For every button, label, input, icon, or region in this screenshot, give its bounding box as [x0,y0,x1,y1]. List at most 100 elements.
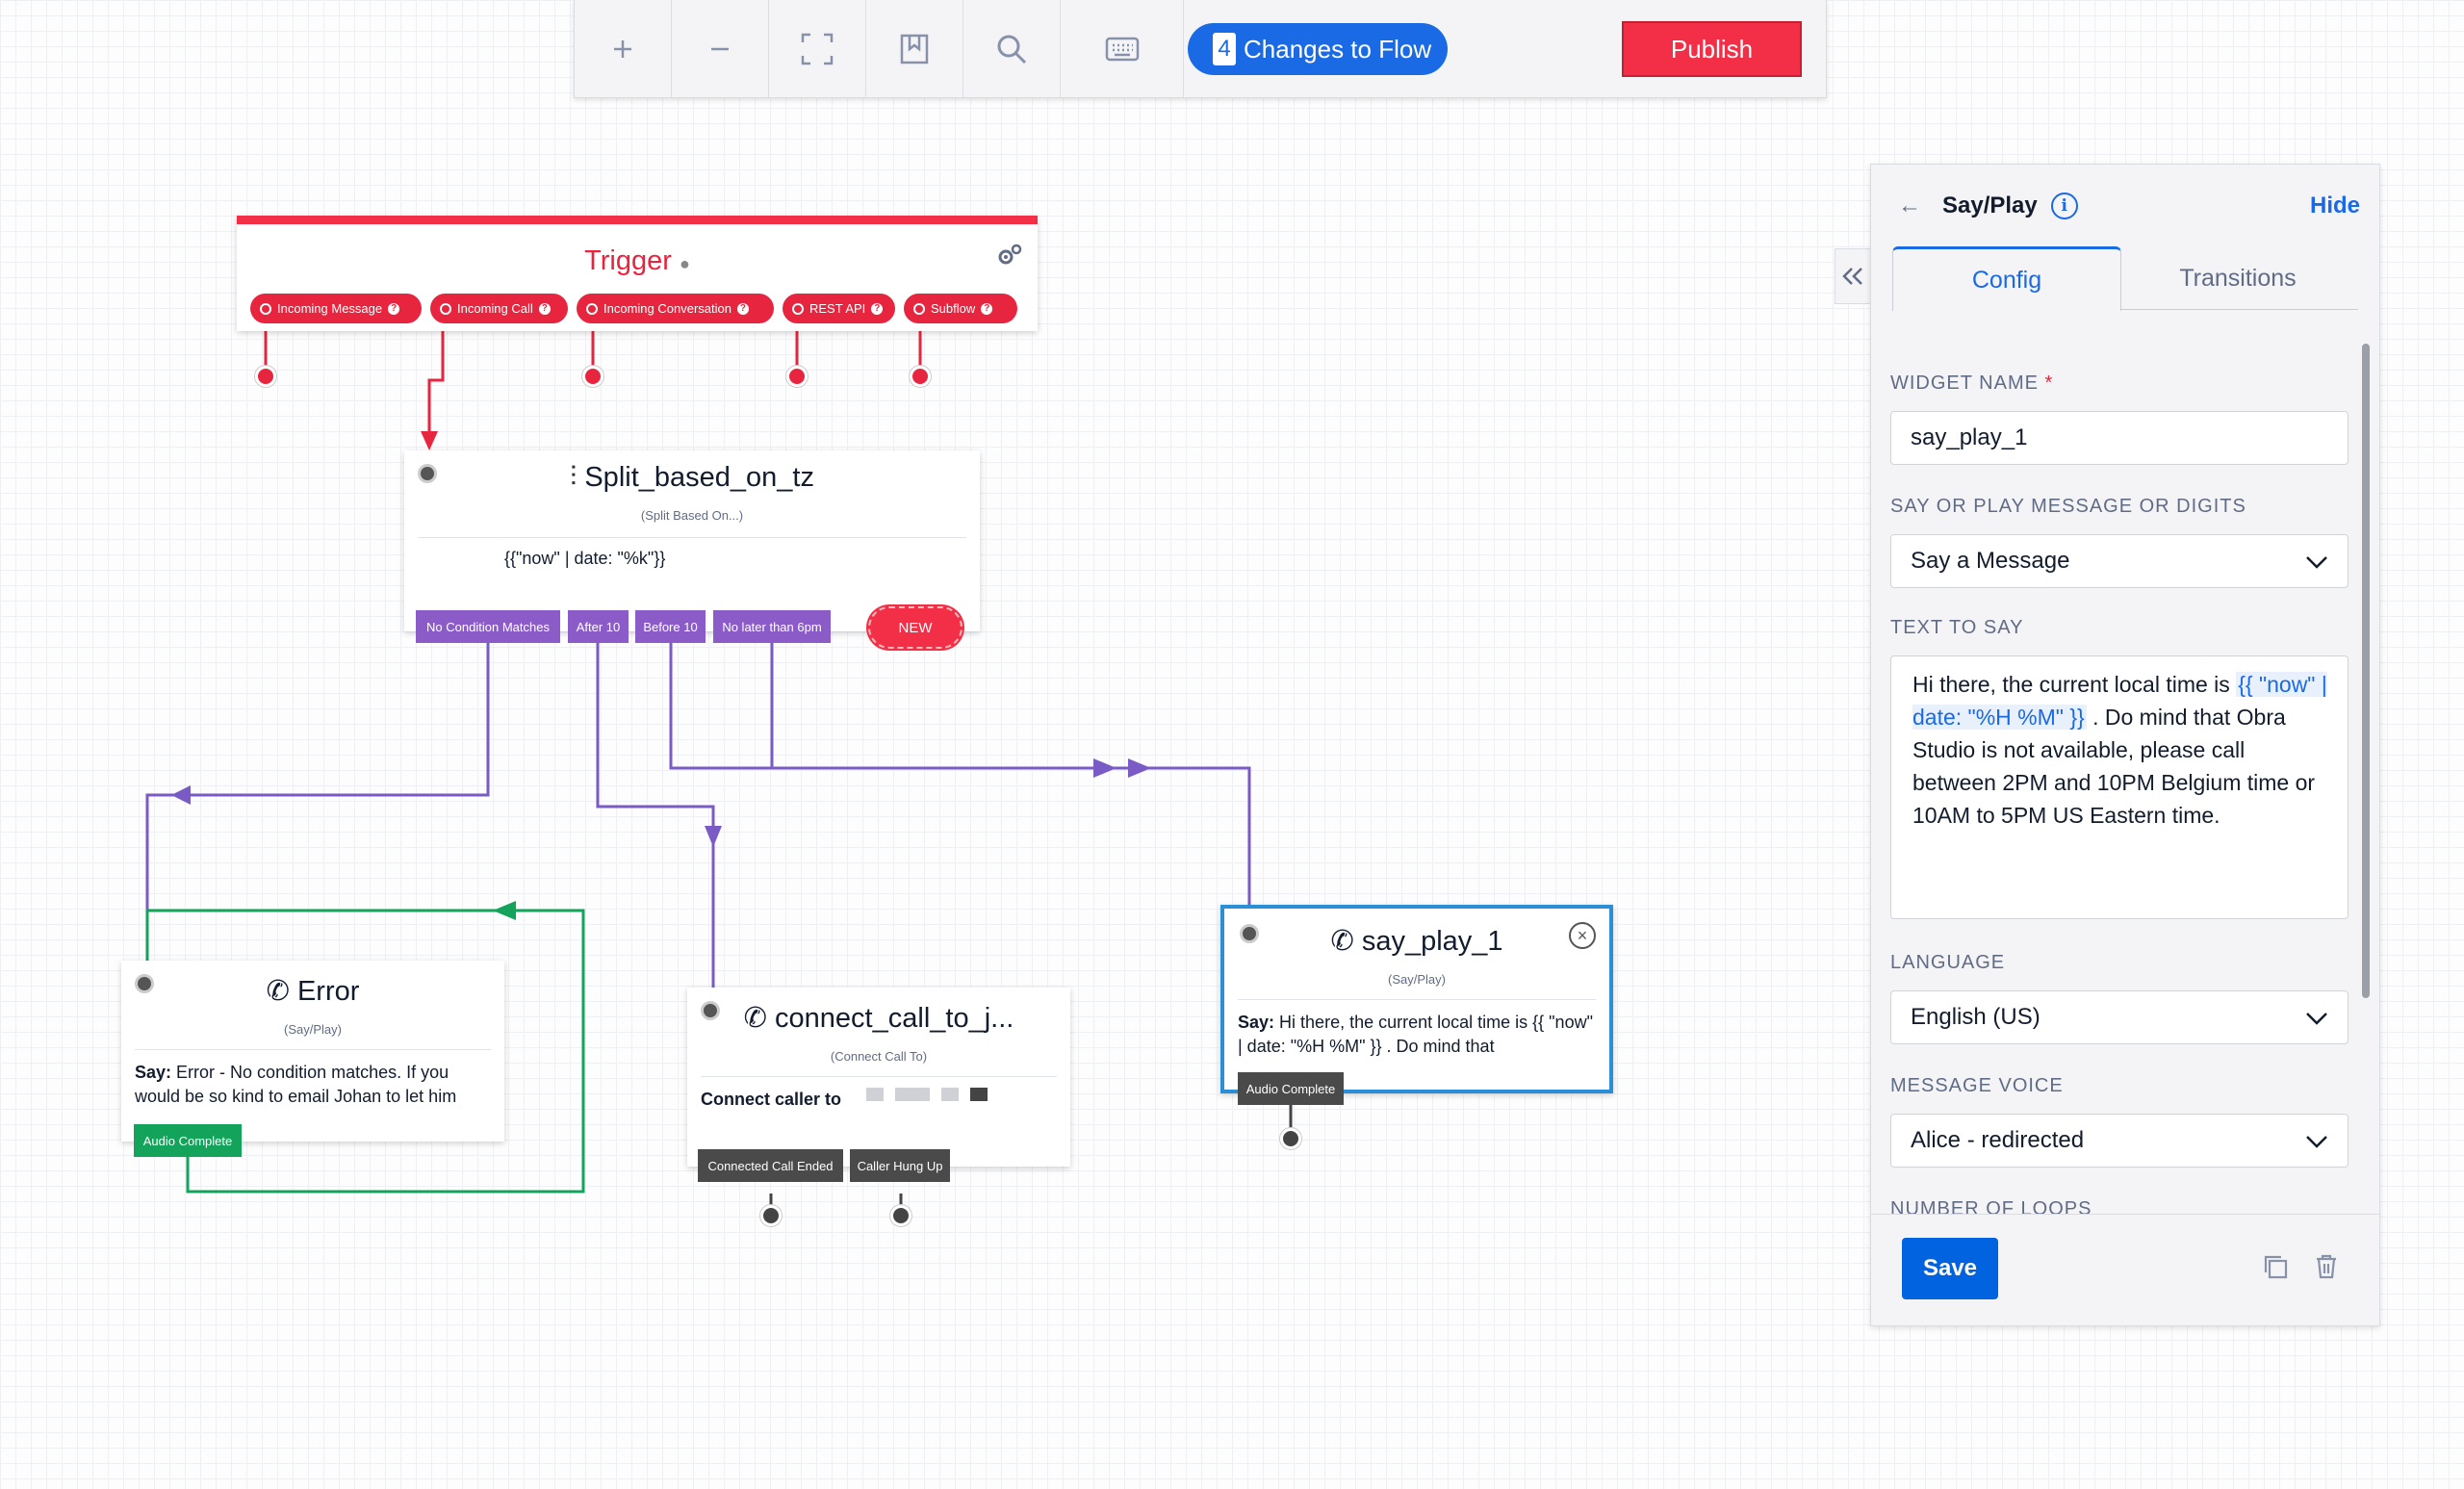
duplicate-icon[interactable] [2262,1253,2289,1280]
split-title: Split_based_on_tz [584,462,814,493]
text-to-say-textarea[interactable]: Hi there, the current local time is {{ "… [1890,655,2348,919]
error-title: Error [296,976,360,1007]
message-voice-label: MESSAGE VOICE [1890,1075,2064,1096]
back-arrow-icon[interactable]: ← [1898,193,1921,218]
trigger-pill-rest-api[interactable]: REST API? [783,294,895,323]
transition-audio-complete[interactable]: Audio Complete [1238,1072,1344,1105]
widget-name-label: WIDGET NAME [1890,372,2039,394]
changes-count-badge: 4 [1213,33,1236,65]
trigger-title: Trigger [584,245,672,276]
arrow-head [1093,758,1116,778]
redacted-number [866,1088,988,1101]
changes-to-flow-button[interactable]: 4 Changes to Flow [1188,23,1448,75]
say-or-play-value: Say a Message [1911,548,2070,574]
say-play-title: say_play_1 [1361,926,1503,957]
panel-footer: Save [1871,1214,2379,1325]
phone-icon: ✆ [1330,926,1354,957]
trigger-pill-subflow[interactable]: Subflow? [904,294,1017,323]
chevron-down-icon [2306,1136,2327,1148]
widget-input-dot[interactable] [135,974,154,993]
double-chevron-left-icon [1842,268,1862,285]
transition-endpoint[interactable] [760,1205,782,1226]
transition-audio-complete[interactable]: Audio Complete [134,1124,242,1157]
error-widget[interactable]: ✆ Error (Say/Play) Say: Error - No condi… [121,961,504,1142]
widget-input-dot[interactable] [1240,924,1259,943]
trigger-pill-incoming-conversation[interactable]: Incoming Conversation? [577,294,774,323]
trigger-endpoint[interactable] [786,366,808,387]
transition-no-condition-matches[interactable]: No Condition Matches [416,610,560,643]
trigger-pill-incoming-message[interactable]: Incoming Message? [250,294,422,323]
chevron-down-icon [2306,556,2327,569]
phone-icon: ✆ [266,976,290,1007]
zoom-out-button[interactable] [672,0,769,97]
trigger-endpoint[interactable] [255,366,276,387]
save-button[interactable]: Save [1902,1238,1998,1299]
help-icon: ? [981,302,993,315]
trigger-pills: Incoming Message? Incoming Call? Incomin… [250,294,1017,323]
phone-icon: ✆ [743,1003,767,1034]
search-button[interactable] [963,0,1061,97]
minus-icon [711,47,729,50]
trigger-pill-incoming-call[interactable]: Incoming Call? [430,294,568,323]
close-icon[interactable]: × [1569,922,1596,949]
widget-input-dot[interactable] [701,1001,720,1020]
widget-name-input[interactable]: say_play_1 [1890,411,2348,465]
canvas-toolbar: 4 Changes to Flow Publish [574,0,1827,98]
gears-icon[interactable] [995,242,1024,269]
transition-endpoint[interactable] [890,1205,911,1226]
required-asterisk: * [2044,372,2054,394]
panel-tabs: Config Transitions [1892,246,2358,311]
say-play-widget[interactable]: ✆ say_play_1 × (Say/Play) Say: Hi there,… [1220,905,1613,1093]
panel-scrollbar[interactable] [2362,344,2370,998]
say-label: Say: [135,1063,172,1082]
keyboard-icon [1105,37,1139,61]
split-widget[interactable]: ⫶ Split_based_on_tz (Split Based On...) … [404,450,980,631]
fullscreen-icon [801,33,834,64]
publish-button[interactable]: Publish [1622,21,1802,77]
widget-config-panel: ← Say/Play i Hide Config Transitions WID… [1870,164,2380,1326]
help-icon: ? [871,302,884,315]
connect-call-widget[interactable]: ✆ connect_call_to_j... (Connect Call To)… [687,988,1070,1167]
panel-title: Say/Play [1942,193,2038,218]
split-expression: {{"now" | date: "%k"}} [504,549,666,568]
arrow-head [1128,758,1151,778]
help-icon: ● [679,254,690,273]
trigger-endpoint[interactable] [582,366,603,387]
help-icon: ? [538,302,551,315]
zoom-in-button[interactable] [575,0,672,97]
transition-caller-hung-up[interactable]: Caller Hung Up [850,1149,950,1182]
transition-connected-call-ended[interactable]: Connected Call Ended [698,1149,843,1182]
help-icon: ? [736,302,749,315]
fit-to-screen-button[interactable] [769,0,866,97]
connector-audio-complete-loop [145,909,585,1194]
transition-after-10[interactable]: After 10 [568,610,629,643]
language-value: English (US) [1911,1004,2040,1030]
arrow-head [493,901,516,920]
connector-incoming-call [427,331,445,445]
tab-transitions[interactable]: Transitions [2179,264,2297,292]
tab-config[interactable]: Config [1892,246,2121,311]
transition-no-later-than-6pm[interactable]: No later than 6pm [713,610,831,643]
collapse-panel-button[interactable] [1835,248,1871,304]
info-icon[interactable]: i [2050,193,2078,219]
trigger-widget[interactable]: Trigger ● Incoming Message? Incoming Cal… [237,216,1038,331]
say-play-text: Hi there, the current local time is {{ "… [1238,1013,1593,1056]
say-play-subtitle: (Say/Play) [1388,972,1446,987]
arrow-head [705,826,722,847]
hide-panel-link[interactable]: Hide [2309,193,2360,218]
say-or-play-select[interactable]: Say a Message [1890,534,2348,588]
message-voice-select[interactable]: Alice - redirected [1890,1114,2348,1168]
changes-label: Changes to Flow [1244,34,1432,64]
connect-caller-label: Connect caller to [701,1090,842,1109]
new-transition-button[interactable]: NEW [868,606,962,649]
transition-endpoint[interactable] [1280,1128,1301,1149]
trigger-endpoint[interactable] [910,366,931,387]
text-to-say-label: TEXT TO SAY [1890,617,2024,638]
transition-before-10[interactable]: Before 10 [635,610,706,643]
bookmark-button[interactable] [866,0,963,97]
widget-input-dot[interactable] [418,464,437,483]
keyboard-shortcuts-button[interactable] [1061,0,1184,97]
trash-icon[interactable] [2314,1253,2339,1280]
language-select[interactable]: English (US) [1890,990,2348,1044]
